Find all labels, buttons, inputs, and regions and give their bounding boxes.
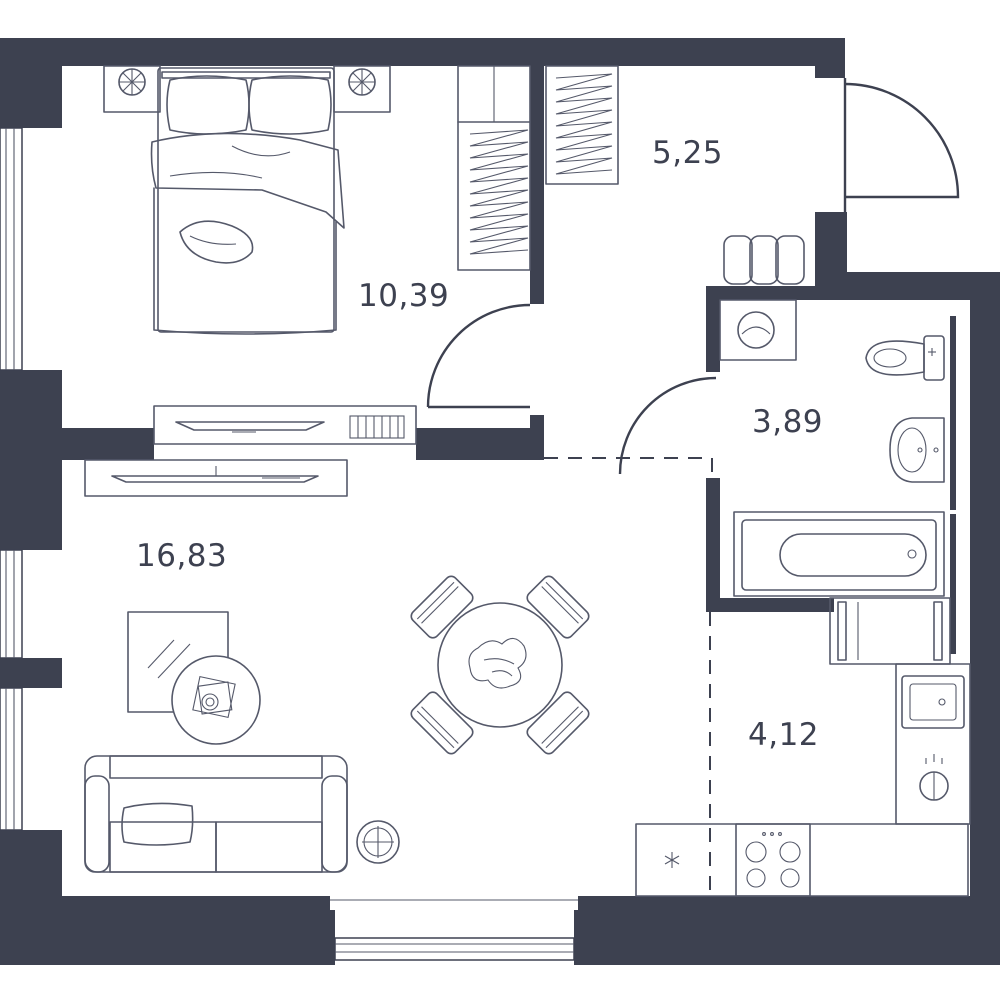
chair-icon xyxy=(410,691,474,755)
bed-icon xyxy=(150,67,345,335)
toilet-icon xyxy=(865,335,945,381)
wardrobe-icon xyxy=(457,65,531,271)
room-area-hall: 5,25 xyxy=(652,135,723,171)
living-room: 16,83 xyxy=(84,459,590,873)
doors xyxy=(426,78,960,896)
wardrobe-icon xyxy=(545,65,619,185)
tv-icon xyxy=(153,405,417,445)
walls xyxy=(0,38,1000,965)
tv-icon xyxy=(84,459,348,497)
washing-machine-icon xyxy=(719,299,797,361)
pouf-icon xyxy=(723,235,805,285)
snowflake-icon xyxy=(664,852,680,868)
stove-icon xyxy=(735,823,811,897)
kitchen-sink-icon xyxy=(901,675,965,729)
sink-icon xyxy=(889,417,945,483)
kitchen: 4,12 xyxy=(635,597,971,897)
chair-icon xyxy=(526,575,590,639)
coffee-table-icon xyxy=(171,655,261,745)
room-area-bathroom: 3,89 xyxy=(752,404,823,440)
hall: 5,25 xyxy=(545,65,805,285)
faucet-icon xyxy=(919,754,949,801)
sofa-icon xyxy=(84,755,348,873)
fridge-icon xyxy=(829,597,951,665)
bathroom: 3,89 xyxy=(719,299,945,597)
nightstand-lamp-icon xyxy=(333,65,391,113)
room-area-kitchen: 4,12 xyxy=(748,717,819,753)
chair-icon xyxy=(526,691,590,755)
room-area-living: 16,83 xyxy=(136,538,227,574)
floor-lamp-icon xyxy=(356,820,400,864)
bedroom: 10,39 xyxy=(103,65,531,445)
chair-icon xyxy=(410,575,474,639)
dining-table-icon xyxy=(410,575,590,755)
bathtub-icon xyxy=(733,511,945,597)
kitchen-counter xyxy=(635,823,969,897)
room-area-bedroom: 10,39 xyxy=(358,278,449,314)
nightstand-lamp-icon xyxy=(103,65,161,113)
windows xyxy=(0,127,578,961)
